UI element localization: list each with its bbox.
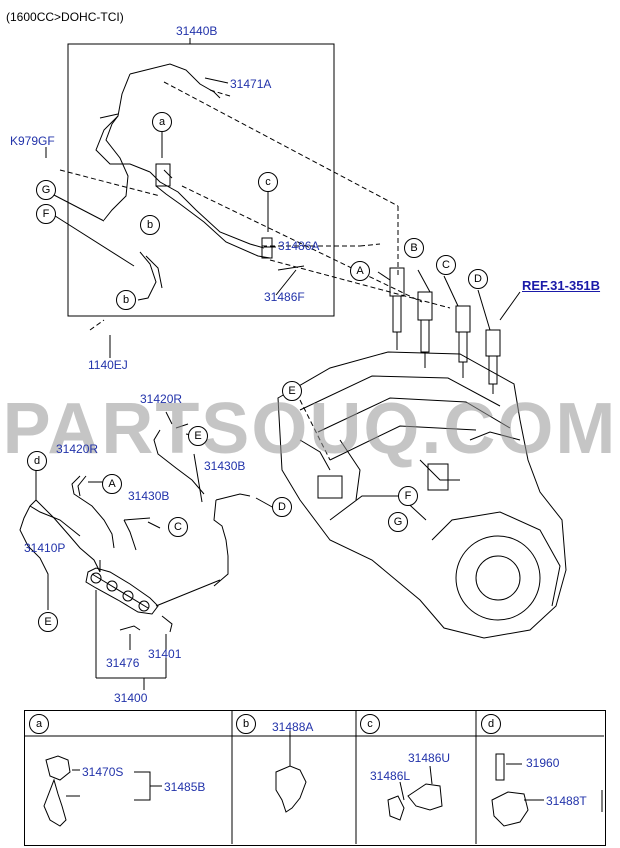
detail-part-31960[interactable]: 31960 bbox=[526, 756, 560, 770]
callout-C-pipe: C bbox=[168, 517, 188, 537]
detail-key-c: c bbox=[360, 714, 380, 734]
engine-spec-heading: (1600CC>DOHC-TCI) bbox=[6, 10, 124, 24]
callout-C-injector: C bbox=[436, 255, 456, 275]
ref-link[interactable]: REF.31-351B bbox=[522, 278, 601, 293]
part-label-31420R-left[interactable]: 31420R bbox=[56, 442, 99, 456]
detail-key-d: d bbox=[481, 714, 501, 734]
callout-b-lower: b bbox=[116, 290, 136, 310]
detail-table bbox=[24, 710, 606, 846]
part-label-31471A[interactable]: 31471A bbox=[230, 77, 272, 91]
injector-B bbox=[417, 269, 433, 368]
part-label-31420R-top[interactable]: 31420R bbox=[140, 392, 183, 406]
return-hose-group-box bbox=[67, 43, 335, 317]
callout-G-left: G bbox=[36, 180, 56, 200]
detail-key-b: b bbox=[236, 714, 256, 734]
callout-d: d bbox=[27, 451, 47, 471]
callout-F-engine: F bbox=[398, 486, 418, 506]
part-label-31486A[interactable]: 31486A bbox=[278, 239, 320, 253]
part-label-31476[interactable]: 31476 bbox=[106, 656, 140, 670]
callout-G-engine: G bbox=[388, 512, 408, 532]
part-label-1140EJ[interactable]: 1140EJ bbox=[88, 358, 128, 372]
part-label-31430B-right[interactable]: 31430B bbox=[204, 459, 246, 473]
injector-C bbox=[443, 275, 471, 378]
detail-key-a: a bbox=[29, 714, 49, 734]
part-label-31430B-mid[interactable]: 31430B bbox=[128, 489, 170, 503]
watermark: PARTSOUQ.COM bbox=[2, 389, 618, 469]
common-rail bbox=[85, 560, 221, 615]
detail-part-31488A[interactable]: 31488A bbox=[272, 720, 314, 734]
callout-A-pipe: A bbox=[102, 474, 122, 494]
callout-A-injector: A bbox=[350, 261, 370, 281]
callout-B-injector: B bbox=[404, 238, 424, 258]
engine-block-outline bbox=[277, 351, 567, 639]
callout-a: a bbox=[152, 112, 172, 132]
detail-part-31470S[interactable]: 31470S bbox=[82, 765, 124, 779]
detail-part-31485B[interactable]: 31485B bbox=[164, 780, 206, 794]
callout-c: c bbox=[258, 172, 278, 192]
part-label-31486F[interactable]: 31486F bbox=[264, 290, 305, 304]
injector-D bbox=[477, 289, 501, 394]
part-label-31401[interactable]: 31401 bbox=[148, 647, 182, 661]
detail-part-31486U[interactable]: 31486U bbox=[408, 751, 451, 765]
part-label-31410P[interactable]: 31410P bbox=[24, 541, 66, 555]
callout-E-pipe: E bbox=[188, 426, 208, 446]
detail-part-31488T[interactable]: 31488T bbox=[546, 794, 587, 808]
callout-b-upper: b bbox=[140, 215, 160, 235]
detail-part-31486L[interactable]: 31486L bbox=[370, 769, 411, 783]
callout-E-bottom: E bbox=[38, 612, 58, 632]
callout-F-left: F bbox=[36, 204, 56, 224]
callout-D-injector: D bbox=[468, 269, 488, 289]
part-label-31440B[interactable]: 31440B bbox=[176, 24, 218, 38]
part-label-31400[interactable]: 31400 bbox=[114, 691, 148, 705]
callout-D-pipe: D bbox=[272, 497, 292, 517]
injector-A bbox=[377, 267, 405, 350]
callout-E-engine: E bbox=[282, 381, 302, 401]
part-label-K979GF[interactable]: K979GF bbox=[10, 134, 55, 148]
